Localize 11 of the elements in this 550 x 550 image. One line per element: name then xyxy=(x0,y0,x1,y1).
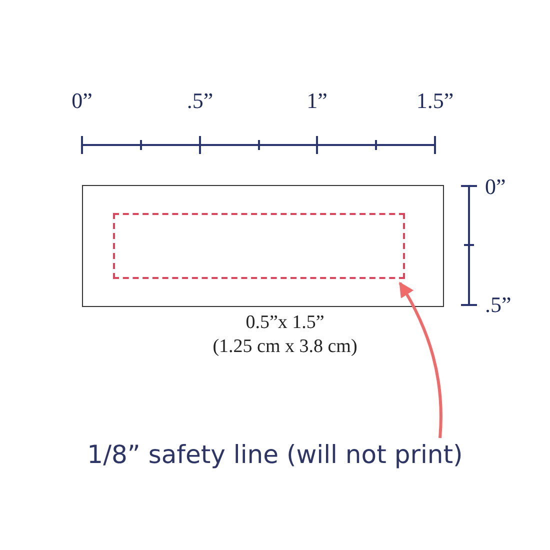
dimension-text: 0.5”x 1.5” xyxy=(246,312,324,334)
callout-text: 1/8” safety line (will not print) xyxy=(87,440,463,484)
dimension-text: (1.25 cm x 3.8 cm) xyxy=(212,336,358,358)
ruler-mark-label: .5” xyxy=(485,292,512,318)
ruler-mark-label: 1.5” xyxy=(416,88,454,114)
ruler-mark-label: 0” xyxy=(485,174,506,200)
ruler-mark-label: 0” xyxy=(72,88,92,114)
label-outline xyxy=(82,185,444,307)
ruler-mark-label: .5” xyxy=(186,88,214,114)
ruler-mark-label: 1” xyxy=(306,88,328,114)
arrow xyxy=(398,282,442,438)
